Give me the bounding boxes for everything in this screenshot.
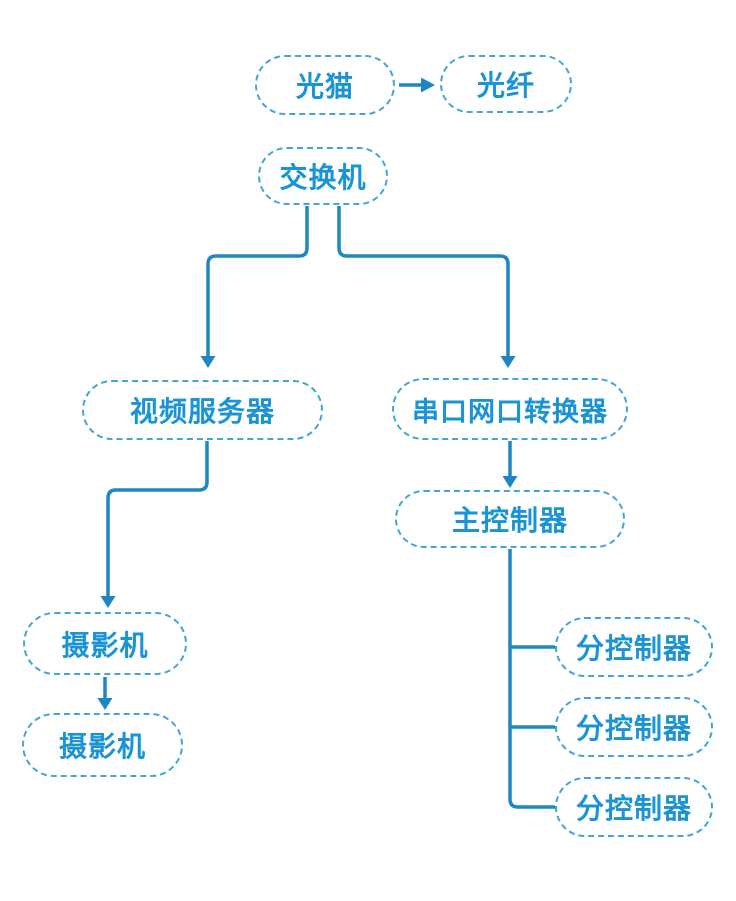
node-serial-to-ethernet-converter: 串口网口转换器: [392, 378, 628, 440]
node-camera-1-label: 摄影机: [61, 628, 149, 662]
edge-modem-to-fiber: [399, 77, 435, 93]
edge-main-controller-to-sub-controllers: [508, 549, 556, 809]
node-sub-controller-3: 分控制器: [555, 777, 713, 837]
node-sub-controller-2-label: 分控制器: [575, 712, 692, 745]
node-camera-1: 摄影机: [23, 612, 187, 675]
node-network-switch: 交换机: [258, 147, 388, 205]
node-optical-fiber-label: 光纤: [476, 69, 535, 102]
edge-serial-converter-to-main-controller: [502, 441, 518, 488]
node-sub-controller-2: 分控制器: [555, 697, 713, 757]
node-sub-controller-1-label: 分控制器: [575, 632, 692, 665]
node-network-switch-label: 交换机: [279, 161, 367, 194]
node-optical-modem: 光猫: [255, 55, 395, 115]
node-main-controller: 主控制器: [395, 490, 625, 548]
node-camera-2: 摄影机: [22, 713, 183, 777]
edge-camera-1-to-camera-2: [97, 677, 113, 710]
node-sub-controller-1: 分控制器: [555, 617, 713, 677]
edge-video-server-to-camera-1: [100, 441, 209, 608]
node-sub-controller-3-label: 分控制器: [575, 792, 692, 825]
node-video-server-label: 视频服务器: [129, 395, 275, 428]
node-video-server: 视频服务器: [82, 380, 323, 440]
node-main-controller-label: 主控制器: [451, 504, 568, 537]
node-optical-fiber: 光纤: [440, 55, 572, 113]
node-serial-to-ethernet-converter-label: 串口网口转换器: [412, 396, 608, 428]
edge-switch-to-video-server: [200, 206, 309, 368]
node-optical-modem-label: 光猫: [295, 70, 354, 103]
edge-switch-to-serial-converter: [337, 206, 516, 368]
node-camera-2-label: 摄影机: [58, 730, 146, 763]
